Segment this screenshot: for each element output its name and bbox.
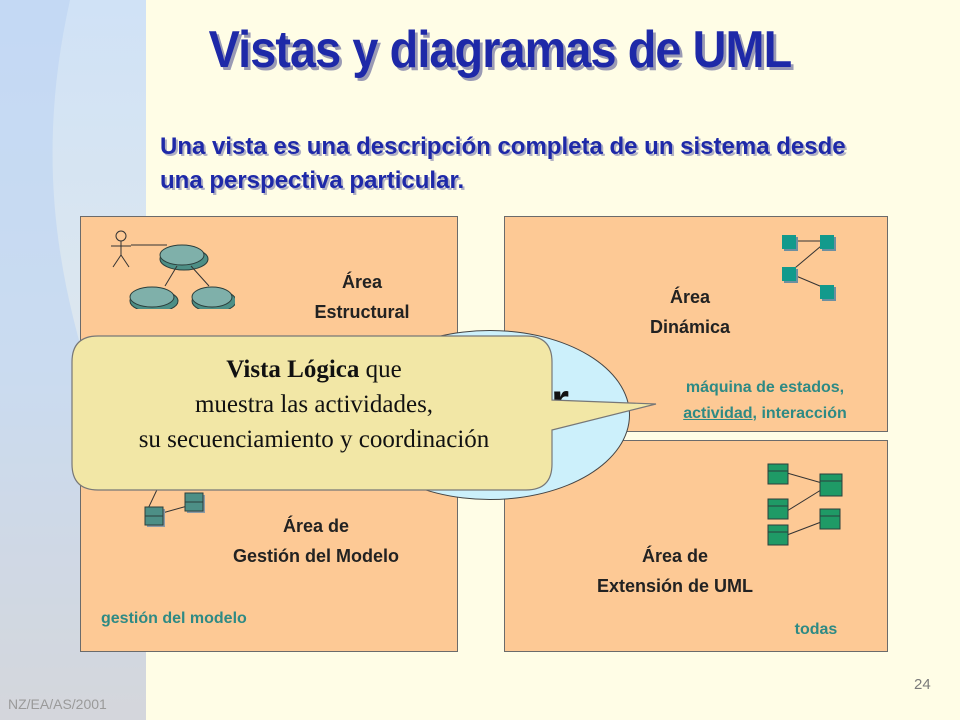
page-number: 24 xyxy=(914,676,931,693)
structural-area-label-line2: Estructural xyxy=(314,302,410,322)
model-management-label-line2: Gestión del Modelo xyxy=(232,546,399,566)
model-management-diagrams: gestión del modelo xyxy=(101,610,247,627)
dynamic-area-label-line2: Dinámica xyxy=(649,317,731,337)
slide-title: Vistas y diagramas de UML xyxy=(208,21,793,79)
uml-extension-label-line1: Área de xyxy=(641,546,709,566)
dynamic-diagrams-line2: actividad, interacción xyxy=(645,401,885,427)
package-diagram-icon xyxy=(144,476,205,527)
callout-line2: muestra las actividades, xyxy=(194,391,434,418)
dynamic-area-label-line1: Área xyxy=(669,287,711,307)
use-case-diagram-icon xyxy=(111,230,235,309)
callout-line3: su secuenciamiento y coordinación xyxy=(138,426,490,453)
uml-extension-label-line2: Extensión de UML xyxy=(596,576,753,596)
interaction-diagram-label: , interacción xyxy=(752,405,847,422)
class-diagram-icon xyxy=(767,463,843,546)
activity-diagram-label: actividad xyxy=(683,405,753,422)
slide-subtitle: Una vista es una descripción completa de… xyxy=(160,133,846,194)
structural-area-label-line1: Área xyxy=(341,272,383,292)
callout-line1: Vista Lógica que xyxy=(72,352,556,387)
footer-author-code: NZ/EA/AS/2001 xyxy=(8,696,107,712)
callout-text: Vista Lógica que muestra las actividades… xyxy=(72,352,556,457)
model-management-label-line1: Área de xyxy=(282,516,350,536)
callout-line1-rest: que xyxy=(359,356,402,383)
uml-extension-diagrams: todas xyxy=(794,621,838,638)
state-machine-icon xyxy=(782,235,836,301)
dynamic-diagrams-line1: máquina de estados, xyxy=(685,379,845,396)
callout-view-name: Vista Lógica xyxy=(226,356,360,383)
